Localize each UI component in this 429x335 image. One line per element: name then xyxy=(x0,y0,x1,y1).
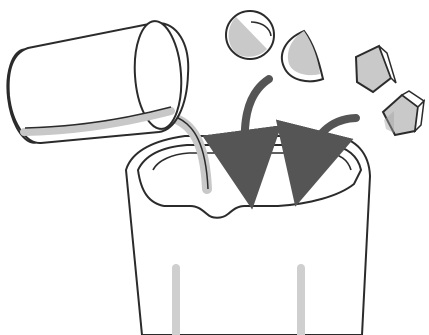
ingredient-cubes xyxy=(354,44,426,137)
ingredient-ball xyxy=(225,10,275,60)
ingredient-wedge xyxy=(280,29,325,83)
arrow-right xyxy=(275,114,360,207)
pouring-glass xyxy=(6,20,190,145)
arrow-left xyxy=(202,75,282,210)
